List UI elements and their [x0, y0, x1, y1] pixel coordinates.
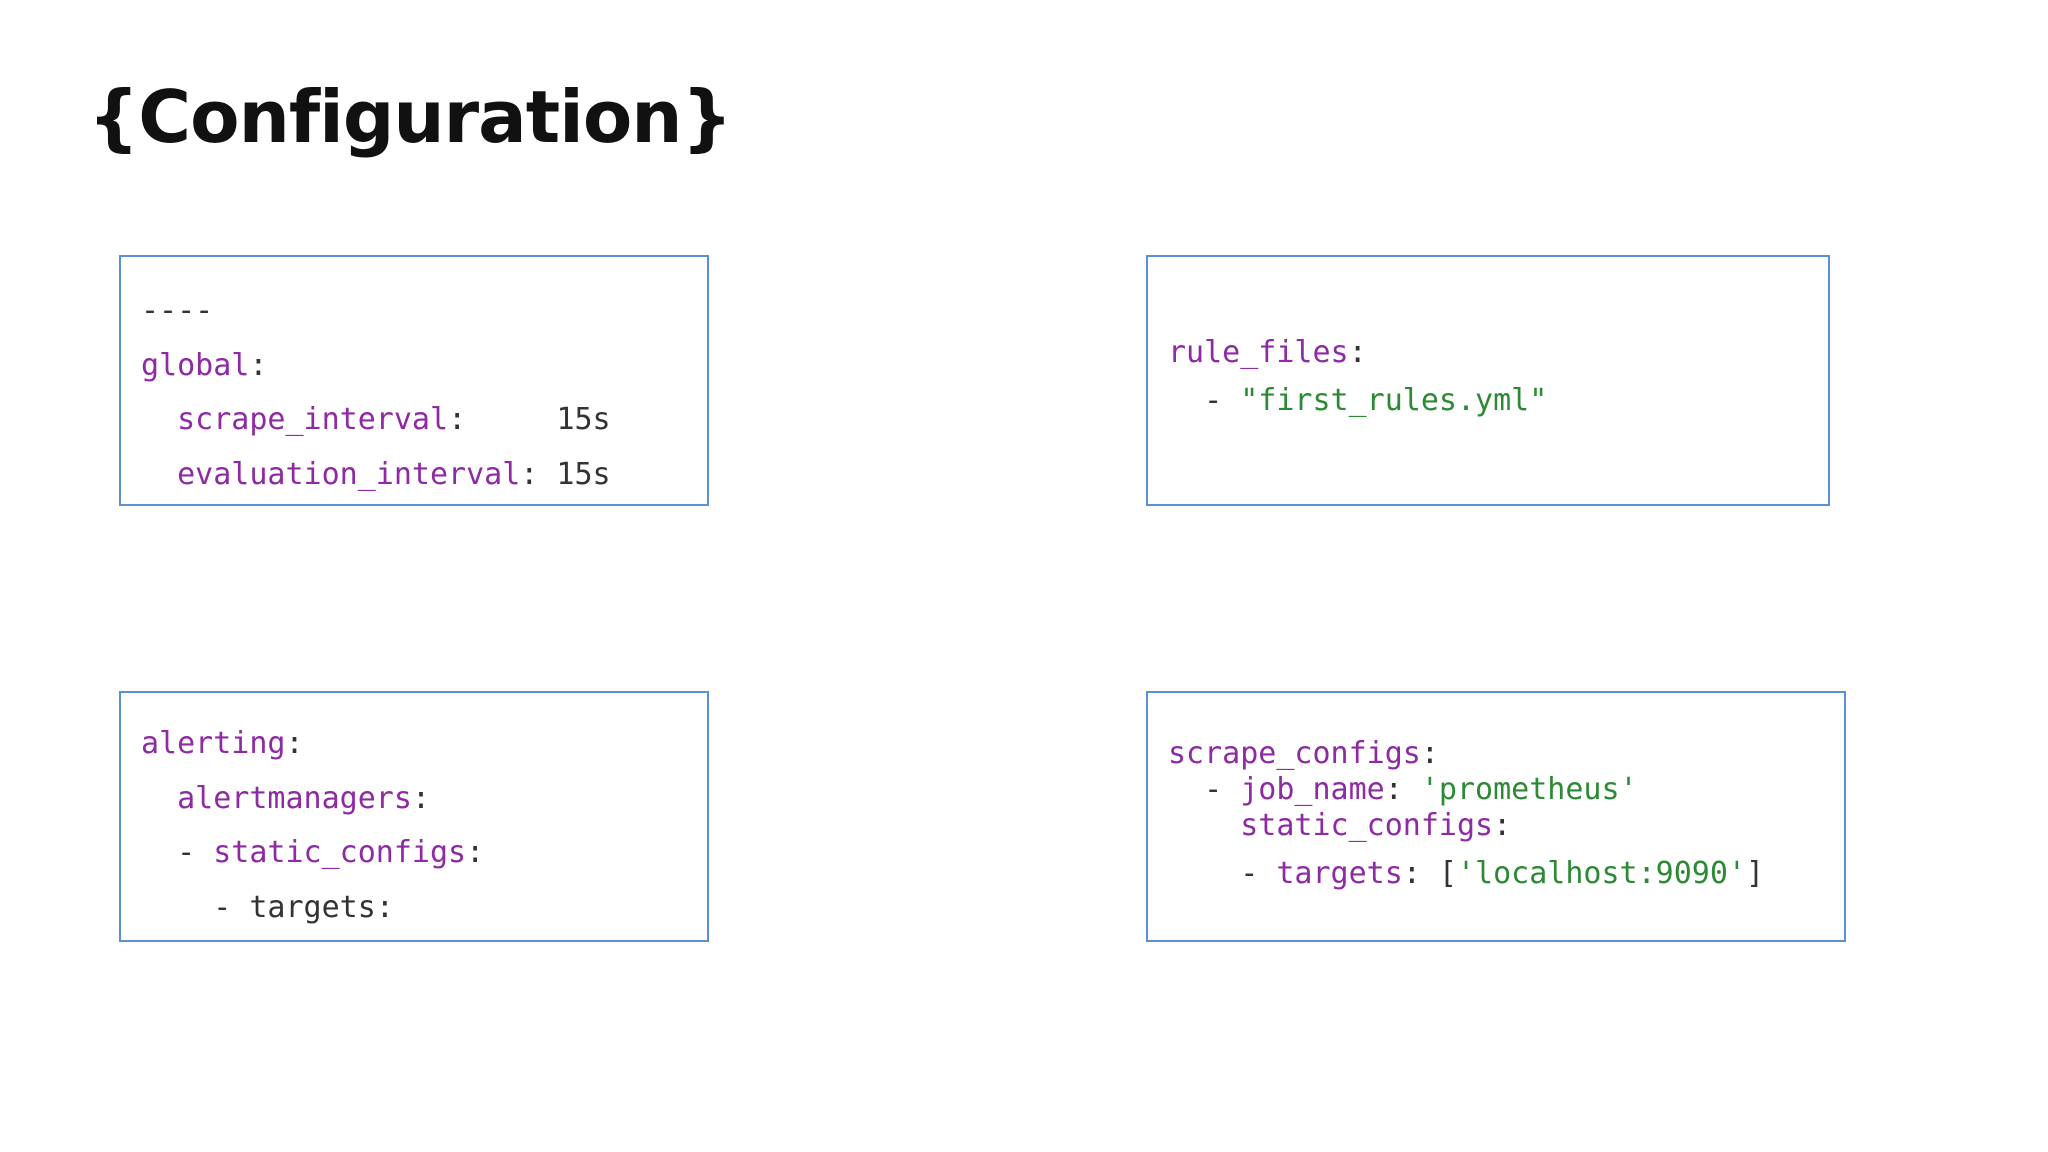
code-line: rule_files: — [1168, 335, 1367, 370]
yaml-value: 15s — [556, 402, 611, 437]
yaml-key: evaluation_interval — [177, 456, 521, 492]
code-line: alertmanagers: — [177, 780, 430, 816]
yaml-key: alerting — [141, 726, 286, 761]
code-line: ---- — [141, 284, 611, 339]
yaml-key: targets — [1276, 856, 1403, 891]
code-line: - targets: ['localhost:9090'] — [1168, 856, 1765, 891]
code-block: scrape_configs: - job_name: 'prometheus'… — [1168, 736, 1764, 892]
yaml-key-plain: targets — [249, 889, 376, 925]
code-block: rule_files: - "first_rules.yml" — [1168, 329, 1547, 425]
code-line: scrape_configs: — [1168, 736, 1439, 771]
alerting-config-box: alerting: alertmanagers: - static_config… — [119, 691, 709, 942]
yaml-string: 'localhost:9090' — [1457, 856, 1746, 891]
doc-marker: ---- — [141, 293, 214, 328]
yaml-key: scrape_interval — [177, 402, 449, 437]
code-line: - targets: — [141, 889, 394, 925]
code-line: scrape_interval: 15s — [177, 402, 611, 437]
yaml-key: scrape_configs — [1168, 736, 1421, 771]
code-line: alerting: — [141, 726, 304, 761]
code-line: - static_configs: — [141, 835, 485, 870]
global-config-box: ---- global: scrape_interval: 15s evaluat… — [119, 255, 709, 506]
code-line: evaluation_interval: 15s — [177, 456, 611, 492]
yaml-key: alertmanagers — [177, 780, 412, 816]
rule-files-box: rule_files: - "first_rules.yml" — [1146, 255, 1830, 506]
code-block: ---- global: scrape_interval: 15s evaluat… — [141, 284, 611, 502]
code-line: global: — [141, 347, 268, 383]
code-line: - "first_rules.yml" — [1168, 383, 1548, 418]
scrape-configs-box: scrape_configs: - job_name: 'prometheus'… — [1146, 691, 1846, 942]
yaml-key: rule_files — [1168, 335, 1349, 370]
code-line: - job_name: 'prometheus' — [1168, 772, 1638, 807]
slide-title: {Configuration} — [88, 75, 733, 159]
code-line: static_configs: — [1240, 808, 1512, 843]
yaml-key: static_configs — [1240, 808, 1494, 843]
yaml-key: global — [141, 347, 250, 383]
yaml-key: static_configs — [213, 835, 467, 870]
yaml-value: 15s — [556, 456, 611, 492]
code-block: alerting: alertmanagers: - static_config… — [141, 717, 484, 935]
yaml-string: 'prometheus' — [1420, 772, 1638, 807]
yaml-key: job_name — [1240, 772, 1385, 807]
yaml-string: "first_rules.yml" — [1240, 383, 1548, 418]
